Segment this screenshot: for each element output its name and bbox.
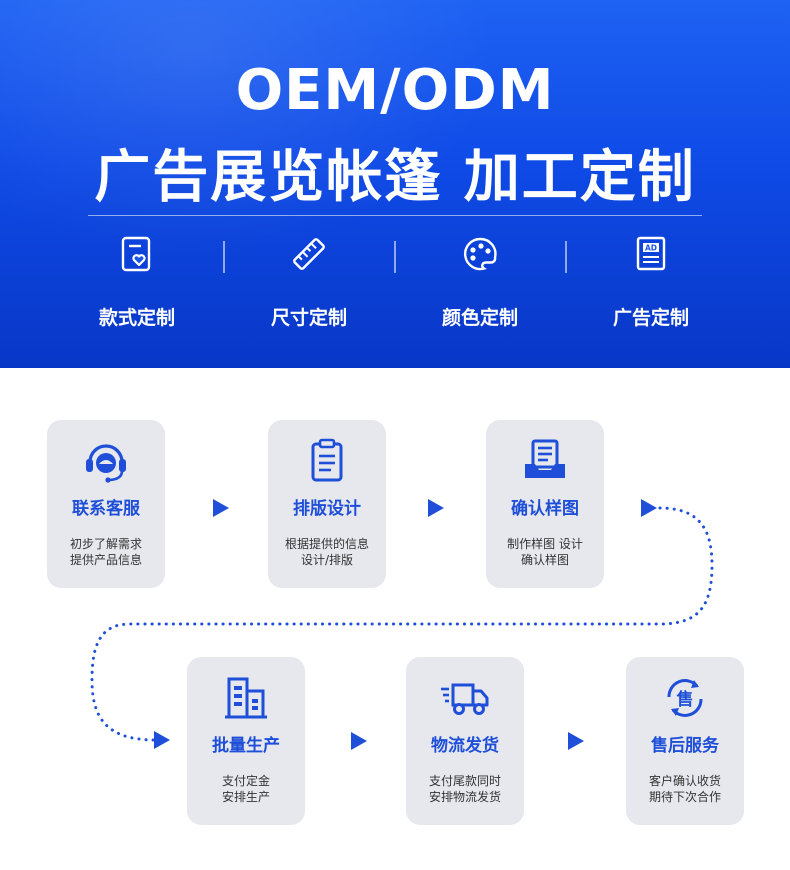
step-title: 售后服务 bbox=[651, 736, 719, 756]
step-title: 确认样图 bbox=[511, 499, 579, 519]
flow-arrow bbox=[351, 732, 367, 750]
feature-label: 尺寸定制 bbox=[270, 307, 347, 329]
flow-arrow bbox=[641, 499, 657, 517]
feature-label: 颜色定制 bbox=[441, 307, 518, 329]
ruler-icon bbox=[293, 238, 325, 270]
feature-size-custom: 尺寸定制 bbox=[224, 235, 394, 330]
step-desc-line: 初步了解需求 bbox=[69, 537, 142, 551]
palette-icon bbox=[464, 237, 497, 271]
step-title: 物流发货 bbox=[431, 736, 499, 756]
step-desc-line: 安排生产 bbox=[221, 790, 270, 804]
customer-service-headset-icon bbox=[86, 444, 126, 483]
step-title: 联系客服 bbox=[72, 499, 140, 519]
step-card-layout-design: 排版设计 根据提供的信息 设计/排版 bbox=[268, 420, 386, 588]
step-title: 批量生产 bbox=[212, 736, 280, 756]
step-description: 根据提供的信息 设计/排版 bbox=[272, 536, 382, 568]
svg-text:售: 售 bbox=[677, 689, 694, 710]
step-desc-line: 设计/排版 bbox=[300, 553, 354, 567]
step-card-logistics-shipping: 物流发货 支付尾款同时 安排物流发货 bbox=[406, 657, 524, 825]
feature-separator bbox=[394, 241, 396, 273]
feature-separator bbox=[565, 241, 567, 273]
svg-text:AD: AD bbox=[645, 244, 657, 253]
step-desc-line: 根据提供的信息 bbox=[284, 537, 369, 551]
step-description: 支付尾款同时 安排物流发货 bbox=[410, 773, 520, 805]
step-desc-line: 确认样图 bbox=[520, 553, 569, 567]
flow-arrow bbox=[568, 732, 584, 750]
step-desc-line: 提供产品信息 bbox=[69, 553, 142, 567]
feature-style-custom: 款式定制 bbox=[52, 235, 222, 330]
feature-color-custom: 颜色定制 bbox=[395, 235, 565, 330]
step-card-mass-production: 批量生产 支付定金 安排生产 bbox=[187, 657, 305, 825]
step-description: 制作样图 设计 确认样图 bbox=[490, 536, 600, 568]
title-oem-odm: OEM/ODM bbox=[235, 58, 555, 123]
step-title: 排版设计 bbox=[293, 499, 361, 519]
step-description: 支付定金 安排生产 bbox=[191, 773, 301, 805]
title-tent-customization: 广告展览帐篷 加工定制 bbox=[94, 145, 696, 210]
step-desc-line: 支付定金 bbox=[221, 774, 270, 788]
step-card-contact-service: 联系客服 初步了解需求 提供产品信息 bbox=[47, 420, 165, 588]
delivery-truck-icon bbox=[441, 683, 489, 715]
flow-arrow bbox=[428, 499, 444, 517]
step-desc-line: 制作样图 设计 bbox=[507, 537, 583, 551]
style-card-heart-icon bbox=[121, 236, 151, 272]
clipboard-icon bbox=[311, 438, 343, 482]
feature-label: 广告定制 bbox=[612, 307, 689, 329]
flow-arrow bbox=[154, 731, 170, 749]
step-card-after-sales: 售 售后服务 客户确认收货 期待下次合作 bbox=[626, 657, 744, 825]
step-desc-line: 客户确认收货 bbox=[648, 774, 721, 788]
ad-document-icon: AD bbox=[636, 236, 666, 271]
feature-separator bbox=[223, 241, 225, 273]
step-description: 客户确认收货 期待下次合作 bbox=[630, 773, 740, 805]
header-divider bbox=[88, 215, 702, 216]
step-desc-line: 期待下次合作 bbox=[648, 790, 721, 804]
factory-building-icon bbox=[225, 677, 267, 719]
feature-label: 款式定制 bbox=[98, 307, 175, 329]
step-desc-line: 支付尾款同时 bbox=[428, 774, 501, 788]
feature-ad-custom: AD 广告定制 bbox=[566, 235, 736, 330]
after-sales-cycle-icon: 售 bbox=[667, 679, 703, 717]
step-description: 初步了解需求 提供产品信息 bbox=[51, 536, 161, 568]
step-desc-line: 安排物流发货 bbox=[428, 790, 501, 804]
header-banner: OEM/ODM 广告展览帐篷 加工定制 款式定制 尺寸定制 bbox=[0, 0, 790, 368]
document-tray-icon bbox=[525, 439, 565, 478]
flow-arrow bbox=[213, 499, 229, 517]
step-card-confirm-sample: 确认样图 制作样图 设计 确认样图 bbox=[486, 420, 604, 588]
